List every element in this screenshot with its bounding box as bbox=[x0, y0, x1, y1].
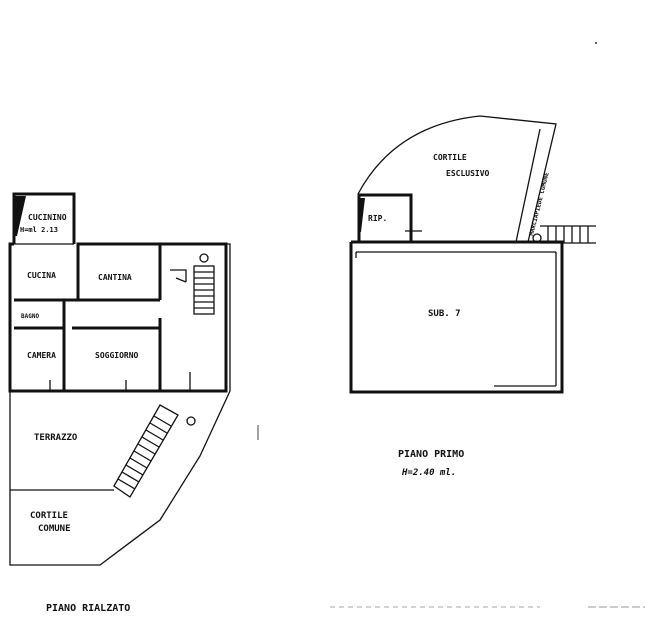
house-right-edge bbox=[226, 243, 231, 391]
first-floor-title: PIANO PRIMO bbox=[398, 449, 464, 460]
label-cortile-esclusivo-1: CORTILE bbox=[433, 153, 467, 162]
label-rip: RIP. bbox=[368, 214, 387, 223]
label-sub7: SUB. 7 bbox=[428, 309, 461, 319]
cucinino-window bbox=[15, 196, 26, 236]
label-cantina: CANTINA bbox=[98, 273, 132, 282]
label-terrazzo: TERRAZZO bbox=[34, 433, 78, 443]
label-cucinino-height: H=ml 2.13 bbox=[20, 226, 58, 234]
first-floor-height-note: H=2.40 ml. bbox=[401, 468, 456, 478]
label-cucina: CUCINA bbox=[27, 271, 56, 280]
label-soggiorno: SOGGIORNO bbox=[95, 351, 139, 360]
rip-window bbox=[359, 198, 365, 232]
cortile-esclusivo-arc bbox=[357, 115, 557, 243]
label-camera: CAMERA bbox=[27, 351, 56, 360]
label-cucinino: CUCININO bbox=[28, 213, 67, 222]
ground-floor-title: PIANO RIALZATO bbox=[46, 603, 130, 614]
label-bagno: BAGNO bbox=[21, 313, 39, 320]
ground-floor-plan bbox=[8, 192, 231, 566]
house-outer-walls bbox=[8, 242, 228, 393]
cucinino-walls bbox=[12, 192, 76, 244]
interior-stair bbox=[170, 253, 215, 315]
sub7-walls bbox=[349, 240, 564, 394]
scan-specks bbox=[257, 42, 645, 608]
first-floor-stair bbox=[532, 225, 596, 244]
first-floor-plan bbox=[349, 115, 596, 394]
marciapiede-line bbox=[515, 128, 541, 243]
label-cortile-esclusivo-2: ESCLUSIVO bbox=[446, 169, 490, 178]
outdoor-stair bbox=[113, 404, 196, 498]
label-cortile-comune-1: CORTILE bbox=[30, 511, 68, 521]
cortile-boundary bbox=[9, 390, 231, 566]
label-cortile-comune-2: COMUNE bbox=[38, 524, 71, 534]
